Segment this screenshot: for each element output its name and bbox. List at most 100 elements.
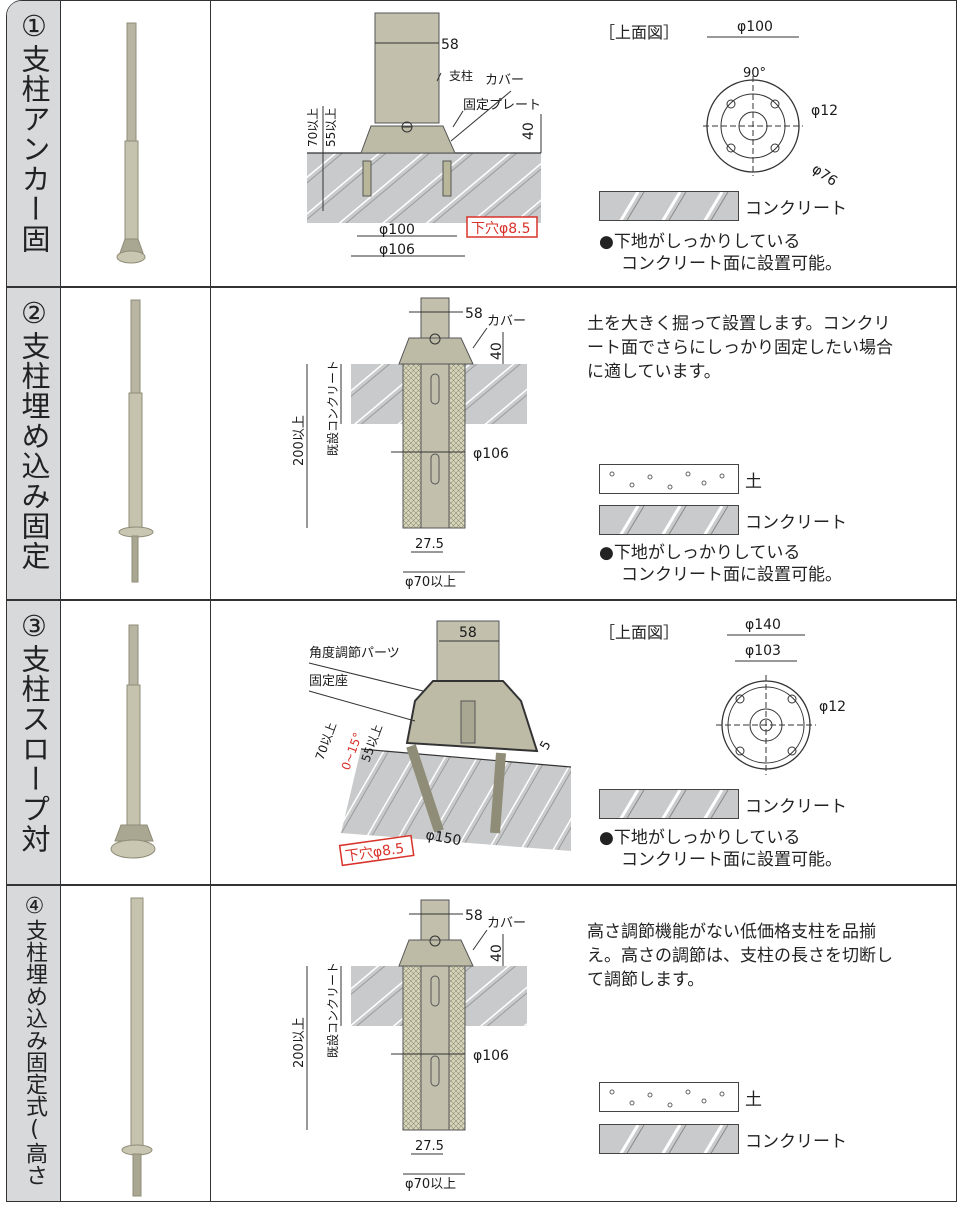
dim-58: 58 bbox=[465, 306, 483, 322]
top-dim-103: φ103 bbox=[745, 643, 781, 659]
dim-150: φ150 bbox=[424, 827, 462, 849]
dim-106: φ106 bbox=[473, 446, 509, 462]
legend-soil-label: 土 bbox=[745, 1089, 762, 1110]
legend-soil: 土 bbox=[599, 1080, 762, 1114]
top-view-title: ［上面図］ bbox=[599, 623, 680, 642]
slope-section-svg: 58 角度調節パーツ 固定座 70以上 0~15° 55以上 5 φ150 下穴… bbox=[308, 620, 572, 867]
top-dim-76: φ76 bbox=[809, 161, 840, 190]
cross-section-drawing: 58 支柱 カバー 固定プレート 40 70以上 55以上 φ100 φ106 … bbox=[211, 1, 581, 286]
legend-concrete: コンクリート bbox=[599, 787, 847, 821]
row-label-cell: ②支柱埋め込み固定式R bbox=[7, 288, 61, 599]
cross-section-drawing: 58 カバー 40 200以上 既設コンクリート φ106 27.5 φ70以上 bbox=[211, 886, 581, 1201]
label-seat: 固定座 bbox=[309, 674, 348, 689]
top-dim-140: φ140 bbox=[745, 617, 781, 633]
info-cell: ［上面図］ φ140 φ103 φ12 bbox=[581, 601, 956, 884]
post-body bbox=[436, 620, 500, 682]
dim-200: 200以上 bbox=[292, 415, 307, 466]
row-anchor-fixed: ①支柱アンカー固定式R bbox=[6, 0, 957, 287]
legend-concrete-label: コンクリート bbox=[745, 198, 847, 219]
dim-40: 40 bbox=[489, 342, 505, 360]
row-label: ④支柱埋め込み固定式(高さ調節無し) bbox=[22, 894, 47, 1186]
post-body bbox=[420, 297, 450, 529]
top-dim-12: φ12 bbox=[819, 699, 846, 715]
label-plate: 固定プレート bbox=[463, 98, 541, 113]
label-cover: カバー bbox=[487, 916, 526, 931]
embedded-section-svg: 58 カバー 40 200以上 既設コンクリート φ106 27.5 φ70以上 bbox=[292, 899, 527, 1192]
product-photo-cell bbox=[61, 886, 211, 1201]
dim-106: φ106 bbox=[379, 242, 415, 258]
dim-58: 58 bbox=[441, 37, 459, 53]
label-post: 支柱 bbox=[449, 68, 473, 83]
concrete-ground bbox=[307, 153, 541, 223]
legend-concrete: コンクリート bbox=[599, 189, 847, 223]
installation-note: ●下地がしっかりしている コンクリート面に設置可能。 bbox=[599, 827, 842, 871]
concrete-swatch bbox=[599, 1124, 739, 1154]
installation-note: ●下地がしっかりしている コンクリート面に設置可能。 bbox=[599, 231, 842, 275]
note-line-2: コンクリート面に設置可能。 bbox=[621, 850, 842, 870]
description: 高さ調節機能がない低価格支柱を品揃え。高さの調節は、支柱の長さを切断して調節しま… bbox=[587, 922, 893, 990]
top-view-diagram: φ100 90° φ12 φ76 bbox=[703, 19, 840, 190]
row-embedded-fixed-height: ④支柱埋め込み固定式(高さ調節無し) bbox=[6, 885, 957, 1202]
post-photo bbox=[110, 624, 156, 859]
info-cell: 土を大きく掘って設置します。コンクリート面でさらにしっかり固定したい場合に適して… bbox=[581, 288, 956, 599]
dim-70: φ70以上 bbox=[405, 575, 456, 590]
note-line-1: ●下地がしっかりしている bbox=[599, 232, 801, 252]
label-existing: 既設コンクリート bbox=[325, 962, 340, 1058]
top-dim-100: φ100 bbox=[737, 19, 773, 35]
top-view-title: ［上面図］ bbox=[599, 23, 680, 42]
row-label-cell: ④支柱埋め込み固定式(高さ調節無し) bbox=[7, 886, 61, 1201]
product-photo-cell bbox=[61, 601, 211, 884]
dim-70: φ70以上 bbox=[405, 1177, 456, 1192]
post-photo bbox=[118, 299, 154, 583]
legend-concrete-label: コンクリート bbox=[745, 512, 847, 533]
label-cover: カバー bbox=[487, 314, 526, 329]
cover-plate bbox=[360, 125, 456, 154]
anchor-section-svg: 58 支柱 カバー 固定プレート 40 70以上 55以上 φ100 φ106 … bbox=[306, 12, 542, 258]
dim-70: 70以上 bbox=[313, 720, 340, 762]
embedded-section-svg: 58 カバー 40 200以上 既設コンクリート φ106 27.5 φ70以上 bbox=[292, 297, 527, 590]
product-photo-cell bbox=[61, 288, 211, 599]
legend-concrete: コンクリート bbox=[599, 503, 847, 537]
post-photo bbox=[116, 22, 146, 264]
legend-concrete-label: コンクリート bbox=[745, 1131, 847, 1152]
row-label: ①支柱アンカー固定式R bbox=[17, 9, 51, 254]
cross-section-drawing: 58 カバー 40 200以上 既設コンクリート φ106 27.5 φ70以上 bbox=[211, 288, 581, 599]
post-body bbox=[420, 899, 450, 1131]
sloped-concrete bbox=[341, 749, 571, 851]
top-angle: 90° bbox=[743, 66, 766, 81]
legend-soil-label: 土 bbox=[745, 471, 762, 492]
soil-swatch bbox=[599, 1082, 739, 1112]
hole-label: 下穴φ8.5 bbox=[471, 221, 531, 237]
product-photo-cell bbox=[61, 1, 211, 286]
concrete-swatch bbox=[599, 191, 739, 221]
dim-40: 40 bbox=[521, 122, 537, 140]
dim-200: 200以上 bbox=[292, 1017, 307, 1068]
top-view-diagram: φ140 φ103 φ12 bbox=[716, 617, 846, 775]
dim-58: 58 bbox=[465, 908, 483, 924]
row-label: ②支柱埋め込み固定式R bbox=[17, 296, 51, 571]
label-angle-part: 角度調節パーツ bbox=[309, 645, 400, 661]
cross-section-drawing: 58 角度調節パーツ 固定座 70以上 0~15° 55以上 5 φ150 下穴… bbox=[211, 601, 581, 884]
dim-40: 40 bbox=[489, 944, 505, 962]
label-cover: カバー bbox=[485, 73, 524, 88]
cover bbox=[398, 939, 474, 967]
row-label-cell: ③支柱スロープ対応式R bbox=[7, 601, 61, 884]
info-cell: ［上面図］ φ100 90° φ12 φ76 bbox=[581, 1, 956, 286]
installation-note: ●下地がしっかりしている コンクリート面に設置可能。 bbox=[599, 542, 842, 586]
legend-concrete-label: コンクリート bbox=[745, 796, 847, 817]
row-embedded: ②支柱埋め込み固定式R bbox=[6, 287, 957, 600]
row-slope: ③支柱スロープ対応式R bbox=[6, 600, 957, 885]
row-label-cell: ①支柱アンカー固定式R bbox=[7, 1, 61, 286]
dim-27: 27.5 bbox=[415, 537, 444, 552]
cover bbox=[398, 337, 474, 365]
dim-27: 27.5 bbox=[415, 1139, 444, 1154]
note-line-1: ●下地がしっかりしている bbox=[599, 828, 801, 848]
label-existing: 既設コンクリート bbox=[325, 360, 340, 456]
note-line-2: コンクリート面に設置可能。 bbox=[621, 254, 842, 274]
dim-5: 5 bbox=[537, 738, 554, 753]
legend-soil: 土 bbox=[599, 462, 762, 496]
dim-70: 70以上 bbox=[306, 108, 320, 147]
note-line-1: ●下地がしっかりしている bbox=[599, 543, 801, 563]
note-line-2: コンクリート面に設置可能。 bbox=[621, 565, 842, 585]
dim-100: φ100 bbox=[379, 222, 415, 238]
